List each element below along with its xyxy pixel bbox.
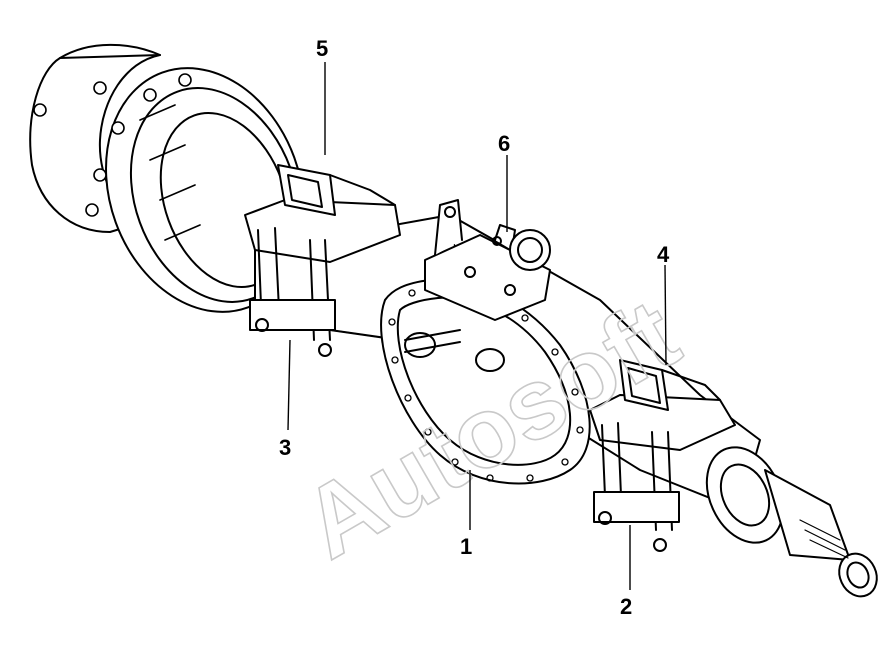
callout-2: 2 (620, 594, 632, 619)
callout-3: 3 (279, 435, 291, 460)
callout-6: 6 (498, 131, 510, 156)
spring-seat-right (589, 359, 736, 451)
wheel-studs (33, 73, 192, 217)
callout-5: 5 (316, 36, 328, 61)
leader-line-4 (664, 264, 667, 366)
top-mounting-bracket (424, 199, 551, 321)
hub-flange-spindle (705, 446, 878, 598)
leader-lines (287, 62, 667, 590)
callout-4: 4 (657, 242, 670, 267)
u-bolts-left (249, 227, 336, 357)
callout-1: 1 (460, 534, 472, 559)
u-bolts-right (593, 422, 680, 552)
leader-line-3 (287, 339, 291, 431)
spring-seat-left (244, 164, 401, 263)
differential-housing-flange (380, 278, 591, 485)
